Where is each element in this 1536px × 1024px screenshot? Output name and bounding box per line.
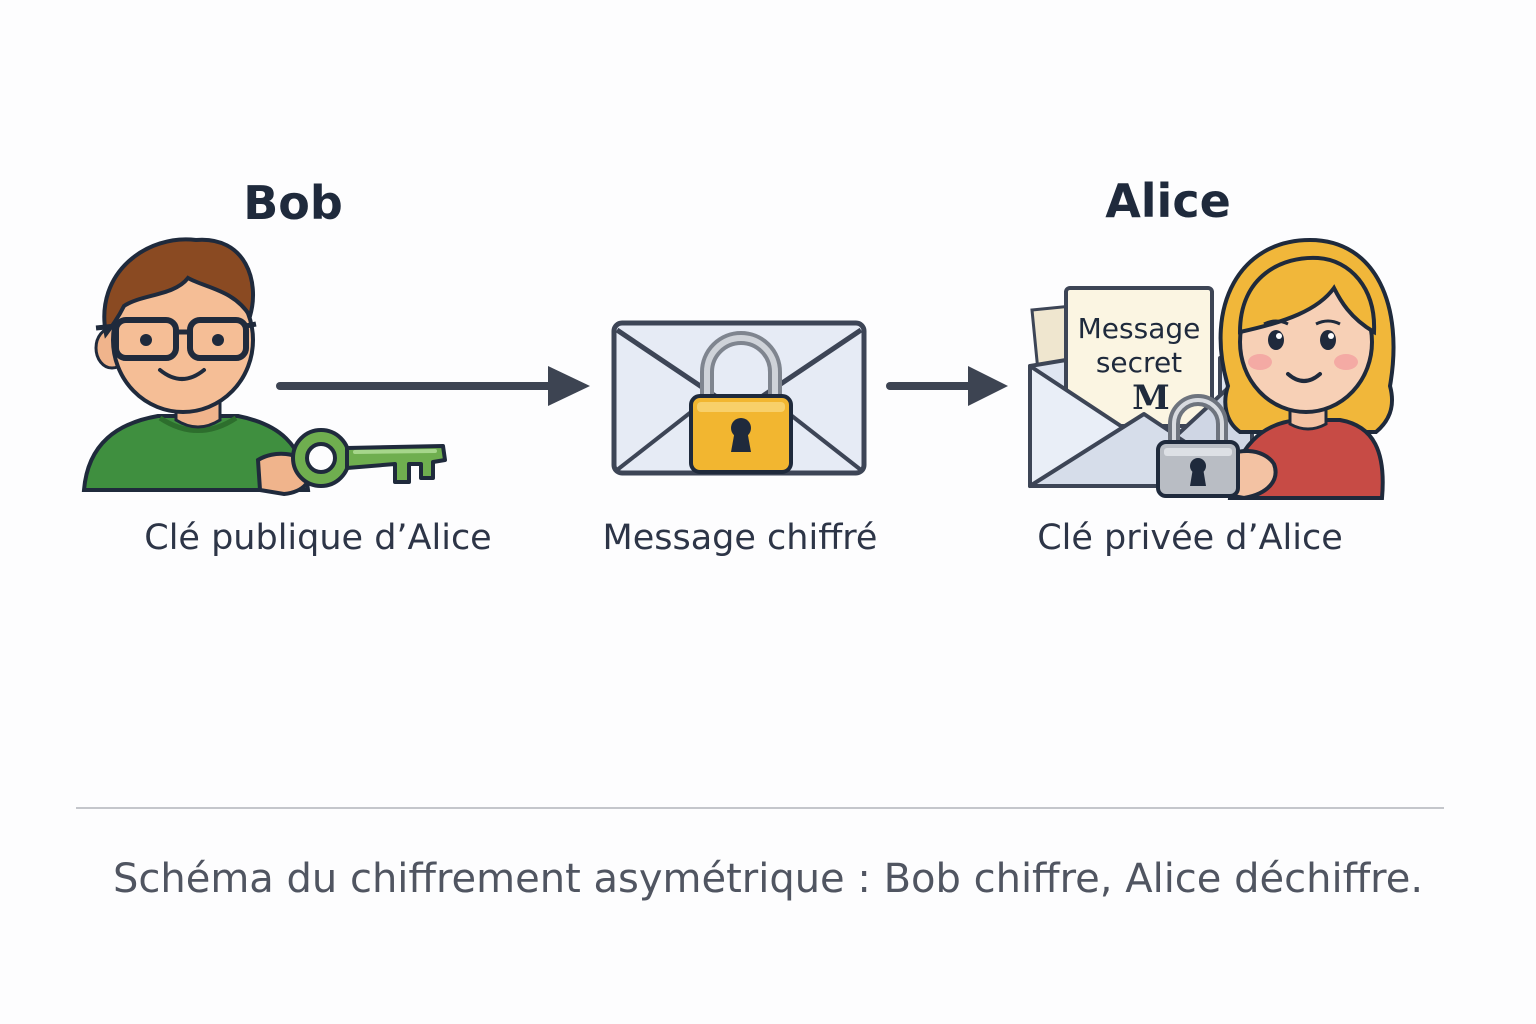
note-line-3: M <box>1132 378 1170 418</box>
channel-label: Message chiffré <box>602 518 878 558</box>
arrow-right-icon <box>886 366 1008 406</box>
bob-avatar <box>81 237 312 497</box>
caption-divider <box>76 807 1444 809</box>
sender-name: Bob <box>243 176 343 230</box>
note-line-1: Message <box>1077 312 1201 345</box>
note-line-2: secret <box>1095 346 1183 379</box>
receiver-key-label: Clé privée d’Alice <box>1037 518 1343 558</box>
receiver-name: Alice <box>1105 174 1231 228</box>
alice-avatar <box>1217 237 1396 501</box>
padlock-icon <box>1156 394 1240 498</box>
diagram-caption: Schéma du chiffrement asymétrique : Bob … <box>112 856 1424 902</box>
green-key-icon <box>290 428 447 488</box>
sender-key-label: Clé publique d’Alice <box>144 518 492 558</box>
locked-envelope-icon <box>611 320 867 476</box>
arrow-right-icon <box>276 366 590 406</box>
